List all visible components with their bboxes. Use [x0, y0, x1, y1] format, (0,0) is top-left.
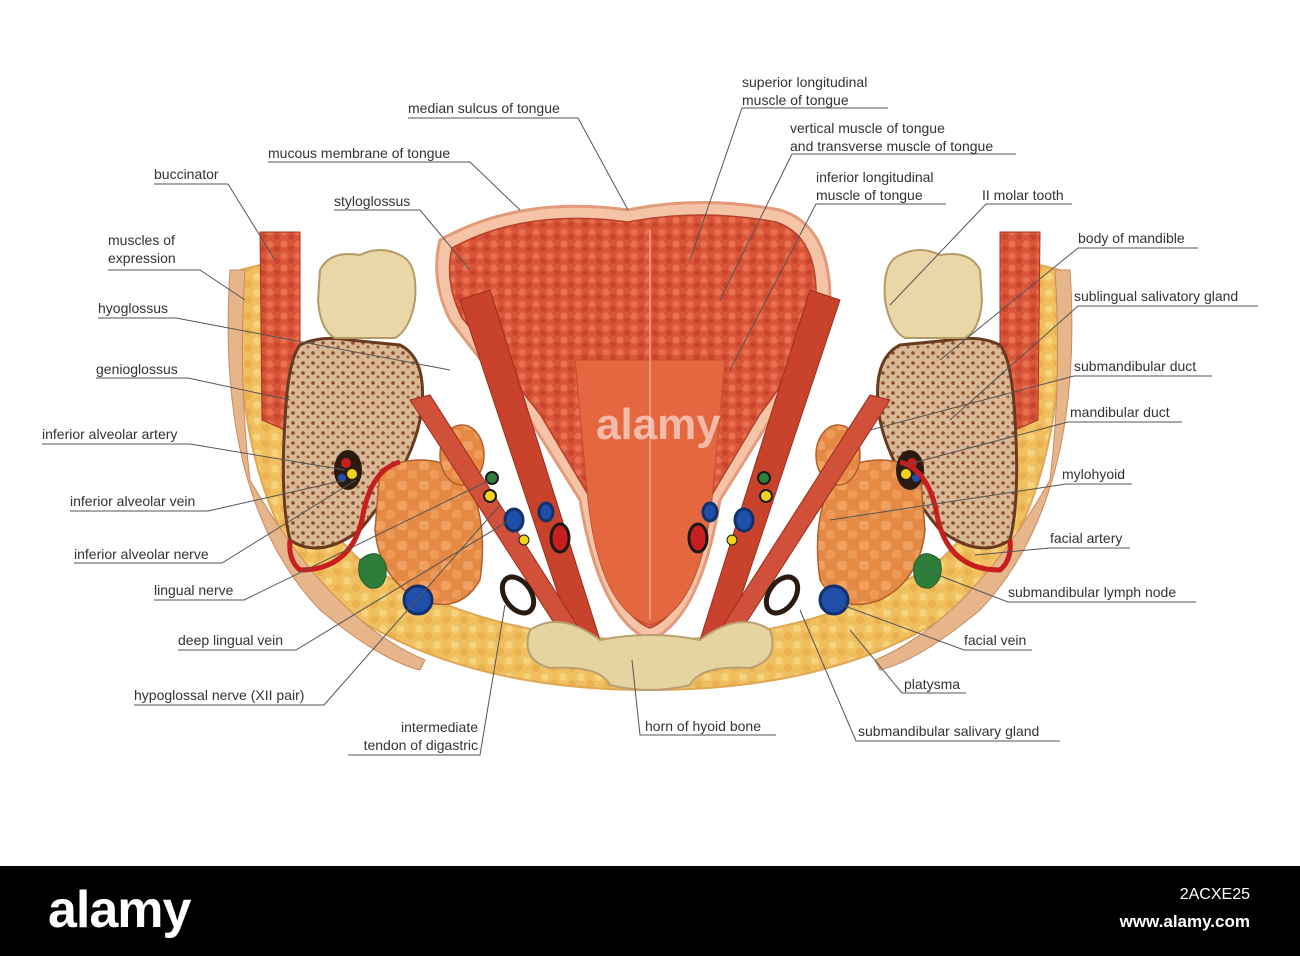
molar-left: [316, 249, 417, 339]
label-hyoglossus: hyoglossus: [98, 300, 169, 316]
facial-artery-right: [899, 459, 1013, 573]
label-submandibular-gland: submandibular salivary gland: [858, 723, 1040, 739]
label-superior-longitudinal: superior longitudinal muscle of tongue: [742, 73, 867, 109]
deep-lingual-vein-right: [733, 507, 755, 533]
label-intermediate-tendon: intermediate tendon of digastric: [320, 718, 478, 754]
label-submandibular-lymph: submandibular lymph node: [1008, 584, 1177, 600]
label-muscles-expression-line1: muscles of: [108, 232, 175, 248]
label-molar-tooth: II molar tooth: [982, 187, 1064, 203]
label-muscles-expression-line2: expression: [108, 250, 176, 266]
lingual-vein-left: [537, 501, 555, 523]
label-intermediate-tendon-line1: intermediate: [400, 719, 478, 735]
facial-vein-left: [402, 584, 434, 616]
label-mylohyoid: mylohyoid: [1062, 466, 1126, 482]
tongue-cross-section-illustration: [42, 107, 1258, 756]
label-horn-hyoid: horn of hyoid bone: [645, 718, 761, 734]
nerve-left: [518, 534, 530, 546]
label-muscles-expression: muscles of expression: [108, 231, 176, 267]
leader-lines: [42, 107, 1258, 756]
inferior-alveolar-nerve-left: [347, 469, 357, 479]
hyoid-bone: [526, 621, 774, 691]
label-submandibular-duct: submandibular duct: [1074, 358, 1197, 374]
label-vertical-transverse-line1: vertical muscle of tongue: [790, 120, 945, 136]
label-deep-lingual-vein: deep lingual vein: [178, 632, 284, 648]
digastric-tendon-right: [763, 574, 801, 616]
label-inferior-longitudinal: inferior longitudinal muscle of tongue: [816, 168, 934, 204]
platysma-left: [227, 269, 426, 671]
label-buccinator: buccinator: [154, 166, 219, 182]
label-hypoglossal-nerve: hypoglossal nerve (XII pair): [134, 687, 305, 703]
label-sublingual-gland: sublingual salivatory gland: [1074, 288, 1239, 304]
label-inferior-alveolar-artery: inferior alveolar artery: [42, 426, 178, 442]
alamy-logo: alamy: [48, 881, 191, 939]
label-superior-longitudinal-line1: superior longitudinal: [742, 74, 868, 90]
label-superior-longitudinal-line2: muscle of tongue: [742, 92, 849, 108]
label-mandibular-duct: mandibular duct: [1070, 404, 1170, 420]
watermark: alamy: [596, 400, 721, 449]
site-url: www.alamy.com: [1119, 912, 1250, 931]
label-mucous-membrane: mucous membrane of tongue: [268, 145, 451, 161]
label-facial-artery: facial artery: [1050, 530, 1123, 546]
molar-right: [883, 249, 984, 339]
image-id: 2ACXE25: [1179, 886, 1250, 903]
lymph-node-left: [358, 553, 387, 589]
label-inferior-longitudinal-line1: inferior longitudinal: [816, 169, 934, 185]
submandibular-gland-left: [374, 459, 484, 606]
lingual-artery-left: [549, 522, 571, 554]
deep-lingual-vein-left: [503, 507, 525, 533]
lingual-artery-right: [687, 522, 709, 554]
lymph-node-right: [913, 553, 942, 589]
lingual-vein-right: [701, 501, 719, 523]
lingual-nerve-right: [757, 471, 771, 485]
label-genioglossus: genioglossus: [96, 361, 178, 377]
hypoglossal-nerve-right: [759, 489, 773, 503]
label-inferior-alveolar-nerve: inferior alveolar nerve: [74, 546, 209, 562]
alveolar-canal-left: [334, 450, 362, 490]
alveolar-canal-right: [896, 450, 924, 490]
label-platysma: platysma: [904, 676, 961, 692]
label-vertical-transverse: vertical muscle of tongue and transverse …: [790, 119, 993, 155]
inferior-alveolar-artery-left: [341, 458, 351, 468]
hypoglossal-nerve-left: [483, 489, 497, 503]
label-intermediate-tendon-line2: tendon of digastric: [363, 737, 478, 753]
facial-vein-right: [818, 584, 850, 616]
label-vertical-transverse-line2: and transverse muscle of tongue: [790, 138, 994, 154]
label-lingual-nerve: lingual nerve: [154, 582, 234, 598]
label-styloglossus: styloglossus: [334, 193, 411, 209]
inferior-alveolar-nerve-right: [901, 469, 911, 479]
lingual-nerve-left: [485, 471, 499, 485]
facial-artery-left: [287, 459, 401, 573]
digastric-tendon-left: [499, 574, 537, 616]
label-facial-vein: facial vein: [964, 632, 1027, 648]
stock-footer-bar: alamy 2ACXE25 www.alamy.com: [0, 866, 1300, 956]
label-median-sulcus: median sulcus of tongue: [408, 100, 560, 116]
label-inferior-alveolar-vein: inferior alveolar vein: [70, 493, 196, 509]
label-body-mandible: body of mandible: [1078, 230, 1185, 246]
nerve-right: [726, 534, 738, 546]
label-inferior-longitudinal-line2: muscle of tongue: [816, 187, 923, 203]
submandibular-gland-right: [816, 459, 926, 606]
